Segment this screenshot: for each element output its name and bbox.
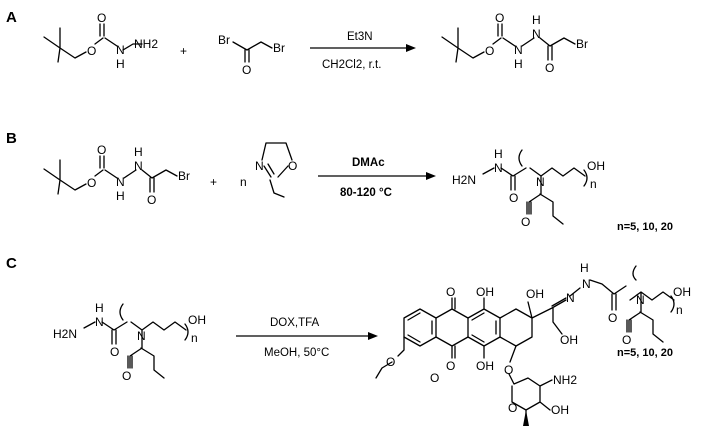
panel-label-a: A [6, 9, 17, 26]
atom-oh: OH [551, 403, 569, 417]
atom-n: N [514, 43, 523, 57]
reagent-above: DOX,TFA [270, 317, 320, 329]
atom-o: O [509, 191, 518, 205]
atom-o: O [288, 159, 297, 173]
atom-h: H [514, 57, 523, 71]
n-values-note: n=5, 10, 20 [617, 221, 673, 233]
atom-n: N [116, 43, 125, 57]
reagent-above: Et3N [347, 31, 373, 43]
atom-h: H [116, 189, 125, 203]
atom-n: N [494, 161, 503, 175]
panel-a-reaction-arrow: Et3N CH2Cl2, r.t. [310, 31, 416, 71]
atom-h2n: H2N [53, 327, 77, 341]
atom-n: N [255, 159, 264, 173]
atom-nh2: NH2 [553, 373, 577, 387]
subscript-n: n [191, 331, 198, 345]
atom-o: O [485, 44, 494, 58]
panel-c-product-dox-conjugate: O OH OH N N H O N OH n O O O OH O OH O N… [375, 261, 691, 426]
atom-o: O [622, 333, 631, 347]
atom-o: O [495, 11, 504, 25]
reagent-below: 80-120 °C [340, 187, 392, 199]
atom-n: N [582, 277, 591, 291]
atom-n: N [116, 175, 125, 189]
n-values-note: n=5, 10, 20 [617, 347, 673, 359]
panel-label-b: B [6, 130, 17, 147]
reagent-below: CH2Cl2, r.t. [322, 59, 381, 71]
subscript-n: n [590, 177, 597, 191]
panel-b: B O O N H N H O Br + n N O DMAc 80-120 °… [6, 130, 673, 233]
atom-n: N [566, 291, 575, 305]
atom-o: O [508, 401, 517, 415]
atom-o: O [545, 61, 554, 75]
atom-oh: OH [188, 313, 206, 327]
atom-oh: OH [526, 287, 544, 301]
panel-b-reactant-oxazoline: N O [255, 142, 297, 198]
panel-c-reaction-arrow: DOX,TFA MeOH, 50°C [236, 317, 378, 359]
atom-o: O [110, 345, 119, 359]
panel-b-reaction-arrow: DMAc 80-120 °C [318, 157, 436, 199]
plus-sign: + [180, 44, 187, 58]
panel-a-reactant-boc-hydrazide: O O N NH2 H [43, 11, 158, 71]
atom-o: O [521, 215, 530, 229]
reagent-above: DMAc [352, 157, 385, 169]
atom-h: H [494, 147, 503, 161]
atom-h: H [532, 13, 541, 27]
atom-o: O [87, 176, 96, 190]
atom-nh2: NH2 [134, 37, 158, 51]
atom-o: O [446, 285, 455, 299]
atom-br: Br [218, 33, 230, 47]
atom-h2n: H2N [452, 173, 476, 187]
atom-o: O [97, 143, 106, 157]
atom-br: Br [273, 41, 285, 55]
atom-o: O [97, 11, 106, 25]
atom-o: O [242, 63, 251, 77]
atom-h: H [116, 57, 125, 71]
atom-oh: OH [587, 159, 605, 173]
atom-n: N [536, 175, 545, 189]
panel-b-product: H2N N H O N OH n O n=5, 10, 20 [452, 147, 673, 233]
atom-h: H [580, 261, 589, 275]
atom-oh: OH [476, 285, 494, 299]
panel-a-reactant-bromoacetyl-bromide: Br Br O [218, 33, 285, 77]
atom-n: N [636, 293, 645, 307]
atom-o: O [430, 371, 439, 385]
atom-h: H [95, 301, 104, 315]
panel-a: A O O N NH2 H + Br Br O Et3N CH2Cl2, r.t… [6, 9, 588, 77]
atom-n: N [137, 329, 146, 343]
atom-oh: OH [476, 359, 494, 373]
subscript-n: n [676, 303, 683, 317]
atom-n: N [532, 27, 541, 41]
atom-n: N [95, 315, 104, 329]
atom-br: Br [576, 37, 588, 51]
atom-n: N [134, 159, 143, 173]
atom-o: O [147, 193, 156, 207]
atom-br: Br [178, 169, 190, 183]
atom-o: O [446, 359, 455, 373]
panel-a-product: O O N H N H O Br [441, 11, 588, 75]
atom-oh: OH [673, 285, 691, 299]
plus-sign: + [210, 175, 217, 189]
atom-o: O [87, 44, 96, 58]
atom-o: O [504, 363, 513, 377]
atom-oh: OH [560, 333, 578, 347]
reagent-below: MeOH, 50°C [264, 347, 329, 359]
panel-label-c: C [6, 255, 17, 272]
atom-o: O [386, 355, 395, 369]
panel-b-reactant-bromoacetyl-hydrazide: O O N H N H O Br [43, 143, 190, 207]
atom-o: O [608, 311, 617, 325]
atom-h: H [134, 145, 143, 159]
panel-c-reactant-hydrazide-polymer: H2N N H O N OH n O [53, 301, 206, 383]
panel-c: C H2N N H O N OH n O DOX,TFA MeOH, 50°C [6, 255, 691, 426]
atom-o: O [122, 369, 131, 383]
coefficient-n: n [240, 175, 247, 189]
